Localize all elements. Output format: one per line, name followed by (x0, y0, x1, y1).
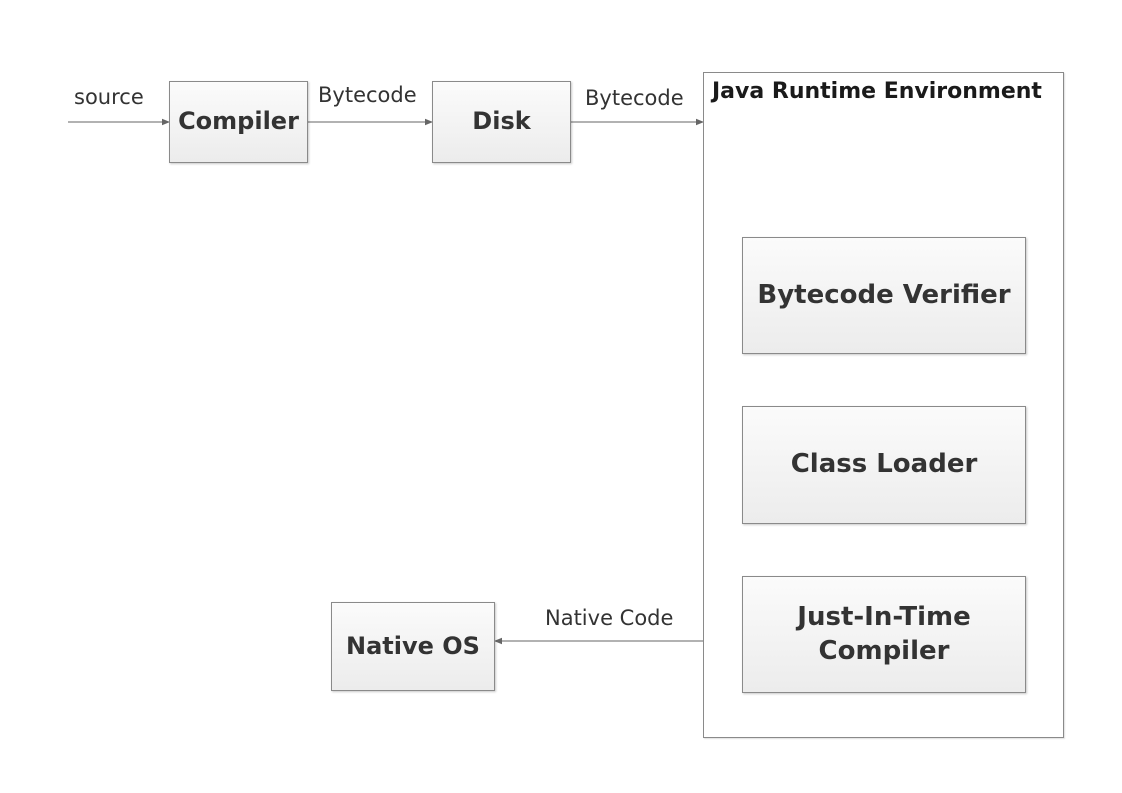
class-loader-node: Class Loader (742, 406, 1026, 524)
jit-label-line2: Compiler (818, 635, 950, 666)
disk-node: Disk (432, 81, 571, 163)
source-label: source (74, 85, 144, 109)
bytecode-verifier-label: Bytecode Verifier (757, 279, 1011, 310)
jre-container: Java Runtime Environment Bytecode Verifi… (703, 72, 1064, 738)
compiler-label: Compiler (178, 107, 299, 136)
bytecode-label-compiler-disk: Bytecode (318, 83, 417, 107)
bytecode-label-disk-jre: Bytecode (585, 86, 684, 110)
jre-title: Java Runtime Environment (712, 79, 1042, 104)
native-os-node: Native OS (331, 602, 495, 691)
jit-compiler-node: Just-In-Time Compiler (742, 576, 1026, 693)
native-code-label: Native Code (545, 606, 674, 630)
bytecode-verifier-node: Bytecode Verifier (742, 237, 1026, 354)
compiler-node: Compiler (169, 81, 308, 163)
class-loader-label: Class Loader (790, 449, 978, 480)
jit-label-line1: Just-In-Time (797, 601, 971, 632)
native-os-label: Native OS (346, 631, 480, 660)
disk-label: Disk (472, 107, 531, 136)
